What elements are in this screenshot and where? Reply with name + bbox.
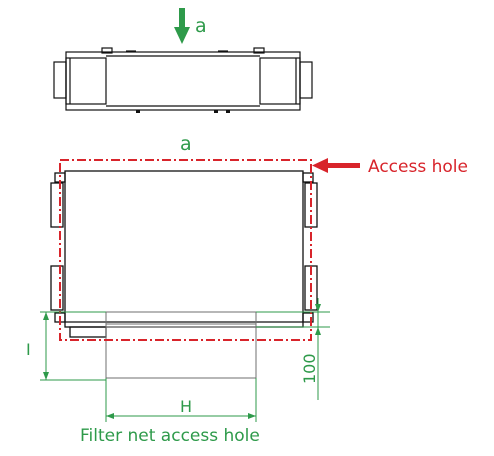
front-view: a [26,133,468,446]
airflow-arrow [174,8,190,44]
top-view: a [53,8,313,113]
side-dimension [40,311,106,381]
access-hole-label: Access hole [368,157,468,177]
offset-dimension [256,298,330,400]
front-view-unit [50,170,318,338]
front-view-width-label: a [180,133,192,155]
top-view-feet [136,110,230,113]
filter-width-dimension [105,378,257,422]
filter-access-label: Filter net access hole [80,426,260,446]
access-hole-outline [59,159,312,341]
offset-dimension-label: 100 [300,353,319,384]
top-view-unit [53,47,313,111]
filter-width-label: H [180,397,192,416]
side-dimension-label: I [26,340,31,359]
top-view-arrow-label: a [195,15,207,37]
access-hole-arrow [312,158,360,173]
filter-drawer [105,311,257,379]
